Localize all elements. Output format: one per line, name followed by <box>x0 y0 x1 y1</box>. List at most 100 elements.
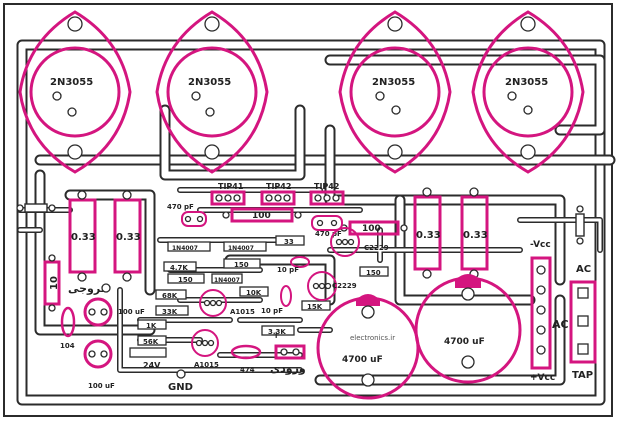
r150-a: 150 <box>223 258 261 269</box>
r100-top-label: 100 <box>252 211 271 221</box>
d1-label: 1N4007 <box>172 245 198 252</box>
r33k-label: 33K <box>162 308 178 316</box>
c474: 474 <box>230 344 262 374</box>
q2-label: 2N3055 <box>188 77 231 88</box>
q-c2229-b-label: C2229 <box>332 282 357 290</box>
r47k-label: 4.7K <box>170 264 188 272</box>
c470-mid-label: 470 pF <box>315 230 342 238</box>
board-outline <box>3 3 613 417</box>
output-label: خروجی <box>68 282 109 295</box>
r56k-label: 56K <box>143 338 159 346</box>
r-033-1-label: 0.33 <box>71 232 96 243</box>
d1: 1N4007 <box>167 241 211 252</box>
tip42-a: TIP42 <box>260 182 296 206</box>
r100-top: 100 <box>222 207 302 223</box>
r100-right: 100 <box>340 220 408 236</box>
r56k: 56K <box>137 335 167 346</box>
zener-24v: 24V <box>129 347 167 370</box>
q2-2n3055: 2N3055 <box>155 10 269 174</box>
r10k-label: 10K <box>246 289 262 297</box>
r47k: 4.7K <box>163 261 197 272</box>
q1-2n3055: 2N3055 <box>18 10 132 174</box>
q-c2229-a: C2229 <box>330 227 389 257</box>
c470-mid: 470 pF <box>311 215 343 238</box>
tip41-label: TIP41 <box>218 182 244 191</box>
c100uf-a: 100 uF <box>83 297 145 327</box>
transformer-connector: AC TAP <box>569 264 597 381</box>
r150-b: 150 <box>167 273 205 284</box>
c100uf-b: 100 uF <box>83 339 115 390</box>
d2-label: 1N4007 <box>228 245 254 252</box>
q-c2229-a-label: C2229 <box>364 244 389 252</box>
plus-vcc-label: +Vcc <box>530 373 555 383</box>
r33: 33 <box>275 235 305 246</box>
copper-traces <box>16 39 616 406</box>
c10pf-b: 10 pF <box>261 285 292 315</box>
c100uf-a-label: 100 uF <box>118 308 145 316</box>
r-left-edge <box>16 203 56 213</box>
d3-label: 1N4007 <box>214 277 240 284</box>
c4700-b-label: 4700 uF <box>444 337 485 347</box>
c470-left-label: 470 pF <box>167 203 194 211</box>
r-033-2-label: 0.33 <box>116 232 141 243</box>
input-label: ورودی <box>270 362 306 375</box>
q-a1015-a: A1015 <box>199 289 255 317</box>
c10pf-a-label: 10 pF <box>277 266 299 274</box>
q1-label: 2N3055 <box>50 77 93 88</box>
c10pf-a: 10 pF <box>277 256 310 274</box>
r100-right-label: 100 <box>362 224 381 234</box>
q-a1015-a-label: A1015 <box>230 308 255 316</box>
r150-c-label: 150 <box>366 269 381 277</box>
zener-24v-label: 24V <box>143 361 161 370</box>
r33k-b: 3.3K <box>261 325 295 336</box>
q3-label: 2N3055 <box>372 77 415 88</box>
d2: 1N4007 <box>223 241 267 252</box>
r-033-1: 0.33 <box>68 190 97 282</box>
r-033-2: 0.33 <box>113 190 142 282</box>
q-a1015-b-label: A1015 <box>194 361 219 369</box>
c4700-a: 4700 uF electronics.ir <box>316 294 420 400</box>
output-pad <box>101 283 111 293</box>
tip42-b: TIP42 <box>309 182 345 206</box>
r68k: 68K <box>155 289 187 300</box>
r68k-label: 68K <box>162 292 178 300</box>
q4-2n3055: 2N3055 <box>471 10 585 174</box>
input-connector: + ورودی <box>270 330 306 375</box>
c4700-b: 4700 uF <box>414 274 522 384</box>
r-033-4: 0.33 <box>460 187 489 279</box>
q-c2229-b: C2229 <box>307 271 357 301</box>
c474-label: 474 <box>240 366 255 374</box>
r-033-3-label: 0.33 <box>416 230 441 241</box>
r33-label: 33 <box>284 238 294 246</box>
d3: 1N4007 <box>211 273 243 284</box>
r1k-label: 1K <box>146 322 157 330</box>
ac-top-label: AC <box>576 264 591 275</box>
q-a1015-b: A1015 <box>191 329 219 369</box>
c4700-a-label: 4700 uF <box>342 355 383 365</box>
minus-vcc-label: -Vcc <box>530 240 551 250</box>
tip42-a-label: TIP42 <box>266 182 291 191</box>
r150-a-label: 150 <box>234 261 249 269</box>
r-033-3: 0.33 <box>413 187 442 279</box>
q3-2n3055: 2N3055 <box>338 10 452 174</box>
c10pf-b-label: 10 pF <box>261 307 283 315</box>
c104-label: 104 <box>60 342 75 350</box>
r1k: 1K <box>137 319 167 330</box>
r150-b-label: 150 <box>178 276 193 284</box>
ac-mid-label: AC <box>552 318 569 331</box>
c104: 104 <box>60 306 76 350</box>
tip41: TIP41 <box>210 182 246 206</box>
r-10: 10 <box>43 254 61 312</box>
r15k: 15K <box>301 300 331 311</box>
r-10-label: 10 <box>49 276 60 290</box>
r33k: 33K <box>155 305 189 316</box>
r-033-4-label: 0.33 <box>463 230 488 241</box>
c470-left: 470 pF <box>167 203 207 227</box>
tip42-b-label: TIP42 <box>314 182 339 191</box>
c100uf-b-label: 100 uF <box>88 382 115 390</box>
r10k: 10K <box>239 286 269 297</box>
r33k-b-label: 3.3K <box>268 328 286 336</box>
power-connector: -Vcc AC +Vcc <box>530 240 569 383</box>
